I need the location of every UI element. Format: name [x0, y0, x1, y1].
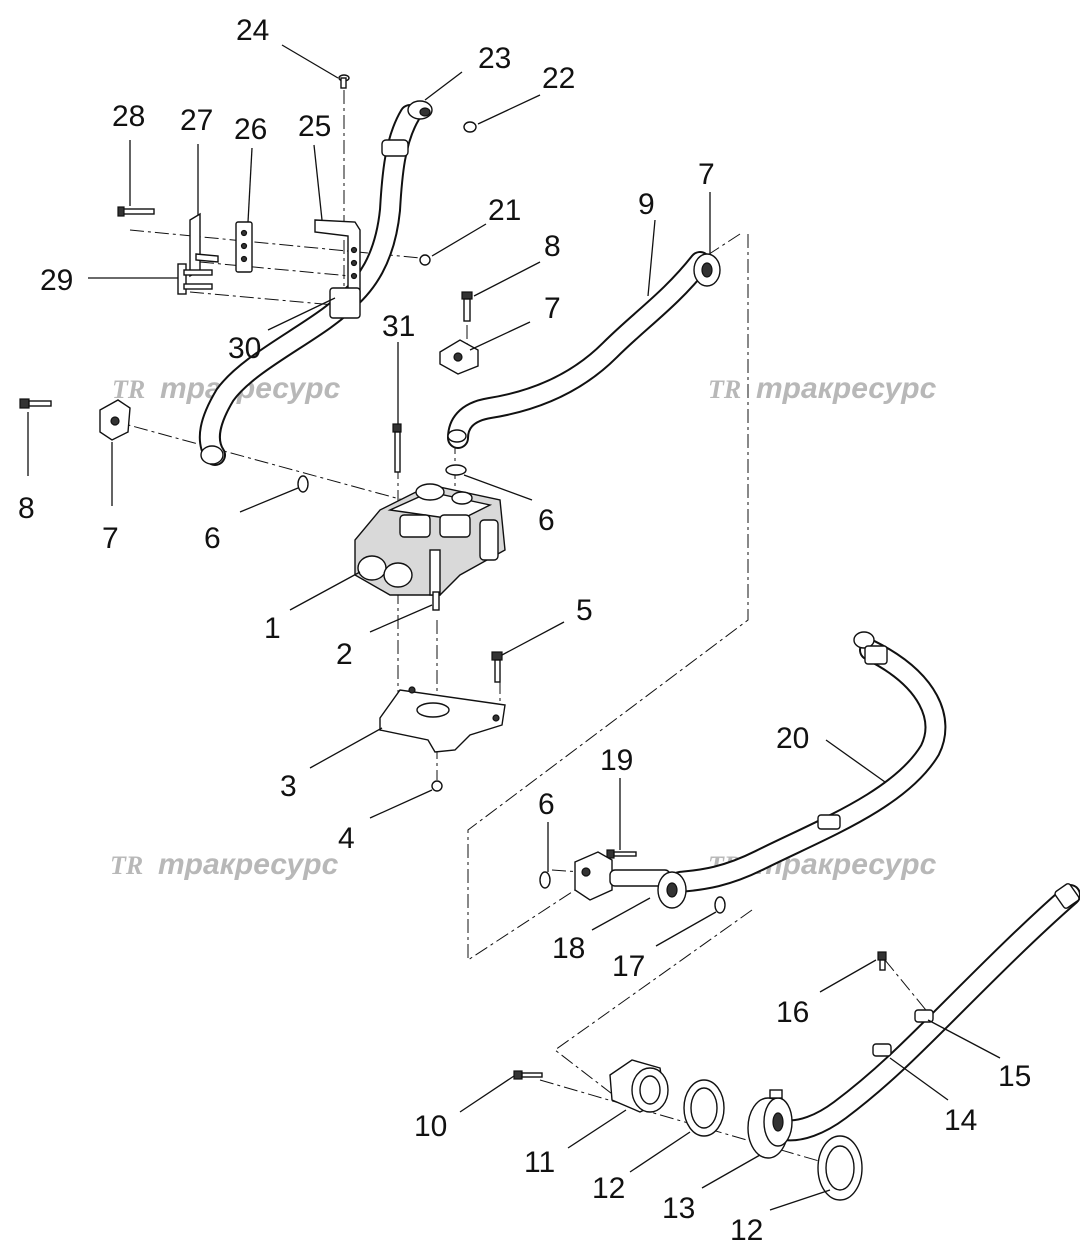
- part-21-nut: [419, 254, 431, 266]
- part-7-flange-center: [439, 339, 479, 375]
- part-13-flange-coupling: [747, 1089, 793, 1159]
- part-6-o-ring-left: [297, 475, 309, 493]
- hose-9: [447, 251, 711, 449]
- part-24-screw: [338, 74, 350, 89]
- part-5-bolt: [491, 651, 503, 683]
- callout-6-center: 6: [538, 504, 555, 537]
- callout-12-right: 12: [730, 1214, 763, 1247]
- part-9-elbow: [447, 429, 467, 443]
- callout-16: 16: [776, 996, 809, 1029]
- part-23-elbow-fitting: [381, 100, 433, 157]
- callout-25: 25: [298, 110, 331, 143]
- callout-31: 31: [382, 310, 415, 343]
- part-16-bolt: [877, 951, 887, 971]
- assembly-center-lines: [109, 90, 931, 1171]
- part-20-hose-fitting: [853, 631, 888, 665]
- callout-4: 4: [338, 822, 355, 855]
- part-12-gasket-right: [817, 1135, 863, 1201]
- part-30-clamp: [329, 287, 361, 319]
- part-19-bolt: [606, 849, 637, 859]
- callout-22: 22: [542, 62, 575, 95]
- callout-8-center: 8: [544, 230, 561, 263]
- watermark-logo: TR: [112, 375, 145, 404]
- part-20-hose-sleeve: [817, 814, 841, 830]
- part-6-o-ring-center: [445, 464, 467, 476]
- watermark-logo: TR: [708, 375, 741, 404]
- part-28-bolt: [117, 206, 155, 217]
- watermark-mid-left: TR тракресурс: [110, 848, 339, 881]
- part-6-o-ring-lower: [539, 871, 551, 889]
- callout-7-top: 7: [698, 158, 715, 191]
- hose-14: [774, 884, 1080, 1142]
- part-22-o-ring: [463, 121, 477, 133]
- callout-6-lower: 6: [538, 788, 555, 821]
- part-29-bolts: [177, 263, 213, 295]
- callout-29: 29: [40, 264, 73, 297]
- callout-11: 11: [524, 1146, 555, 1179]
- callout-7-center: 7: [544, 292, 561, 325]
- part-8-bolt-left: [19, 398, 52, 409]
- callout-numbers: 24 23 22 28 27 26 25 21 7 9 8 29 7 31 30…: [18, 14, 1031, 1247]
- part-31-bolt: [392, 423, 402, 473]
- part-14-hose-sleeve: [872, 1043, 892, 1057]
- watermark-text: тракресурс: [158, 848, 339, 881]
- callout-9: 9: [638, 188, 655, 221]
- watermark-top-right: TR тракресурс: [708, 372, 937, 405]
- callout-15: 15: [998, 1060, 1031, 1093]
- part-26-clamp-block: [235, 221, 253, 273]
- part-8-bolt-center: [461, 291, 473, 322]
- hose-20: [669, 639, 947, 893]
- part-2-spindle: [432, 591, 440, 611]
- watermark-logo: TR: [110, 851, 143, 880]
- callout-27: 27: [180, 104, 213, 137]
- callout-26: 26: [234, 113, 267, 146]
- callout-23: 23: [478, 42, 511, 75]
- part-27-plate: [189, 212, 219, 278]
- part-4-nut: [431, 780, 443, 792]
- callout-21: 21: [488, 194, 521, 227]
- part-18-manifold: [574, 851, 687, 909]
- part-15-hose-clamp: [914, 1009, 934, 1023]
- callout-20: 20: [776, 722, 809, 755]
- part-7-flange-top: [693, 253, 721, 287]
- callout-10: 10: [414, 1110, 447, 1143]
- callout-6-left: 6: [204, 522, 221, 555]
- leader-lines: [27, 44, 1001, 1211]
- callout-14: 14: [944, 1104, 977, 1137]
- callout-12-left: 12: [592, 1172, 625, 1205]
- hose-end-fitting: [200, 445, 224, 465]
- callout-8-left: 8: [18, 492, 35, 525]
- callout-3: 3: [280, 770, 297, 803]
- callout-1: 1: [264, 612, 281, 645]
- callout-17: 17: [612, 950, 645, 983]
- callout-2: 2: [336, 638, 353, 671]
- part-14-hose-fitting: [1054, 883, 1080, 909]
- callout-19: 19: [600, 744, 633, 777]
- part-7-flange-left: [99, 399, 131, 441]
- callout-5: 5: [576, 594, 593, 627]
- part-12-gasket-left: [683, 1079, 725, 1137]
- callout-13: 13: [662, 1192, 695, 1225]
- callout-24: 24: [236, 14, 269, 47]
- part-17-o-ring: [714, 896, 726, 914]
- callout-7-left: 7: [102, 522, 119, 555]
- part-11-housing: [609, 1059, 669, 1113]
- watermark-text: тракресурс: [756, 372, 937, 405]
- part-3-mounting-plate: [379, 686, 506, 753]
- callout-30: 30: [228, 332, 261, 365]
- callout-28: 28: [112, 100, 145, 133]
- callout-18: 18: [552, 932, 585, 965]
- part-1-control-valve: [354, 483, 506, 596]
- part-10-bolt: [513, 1070, 543, 1080]
